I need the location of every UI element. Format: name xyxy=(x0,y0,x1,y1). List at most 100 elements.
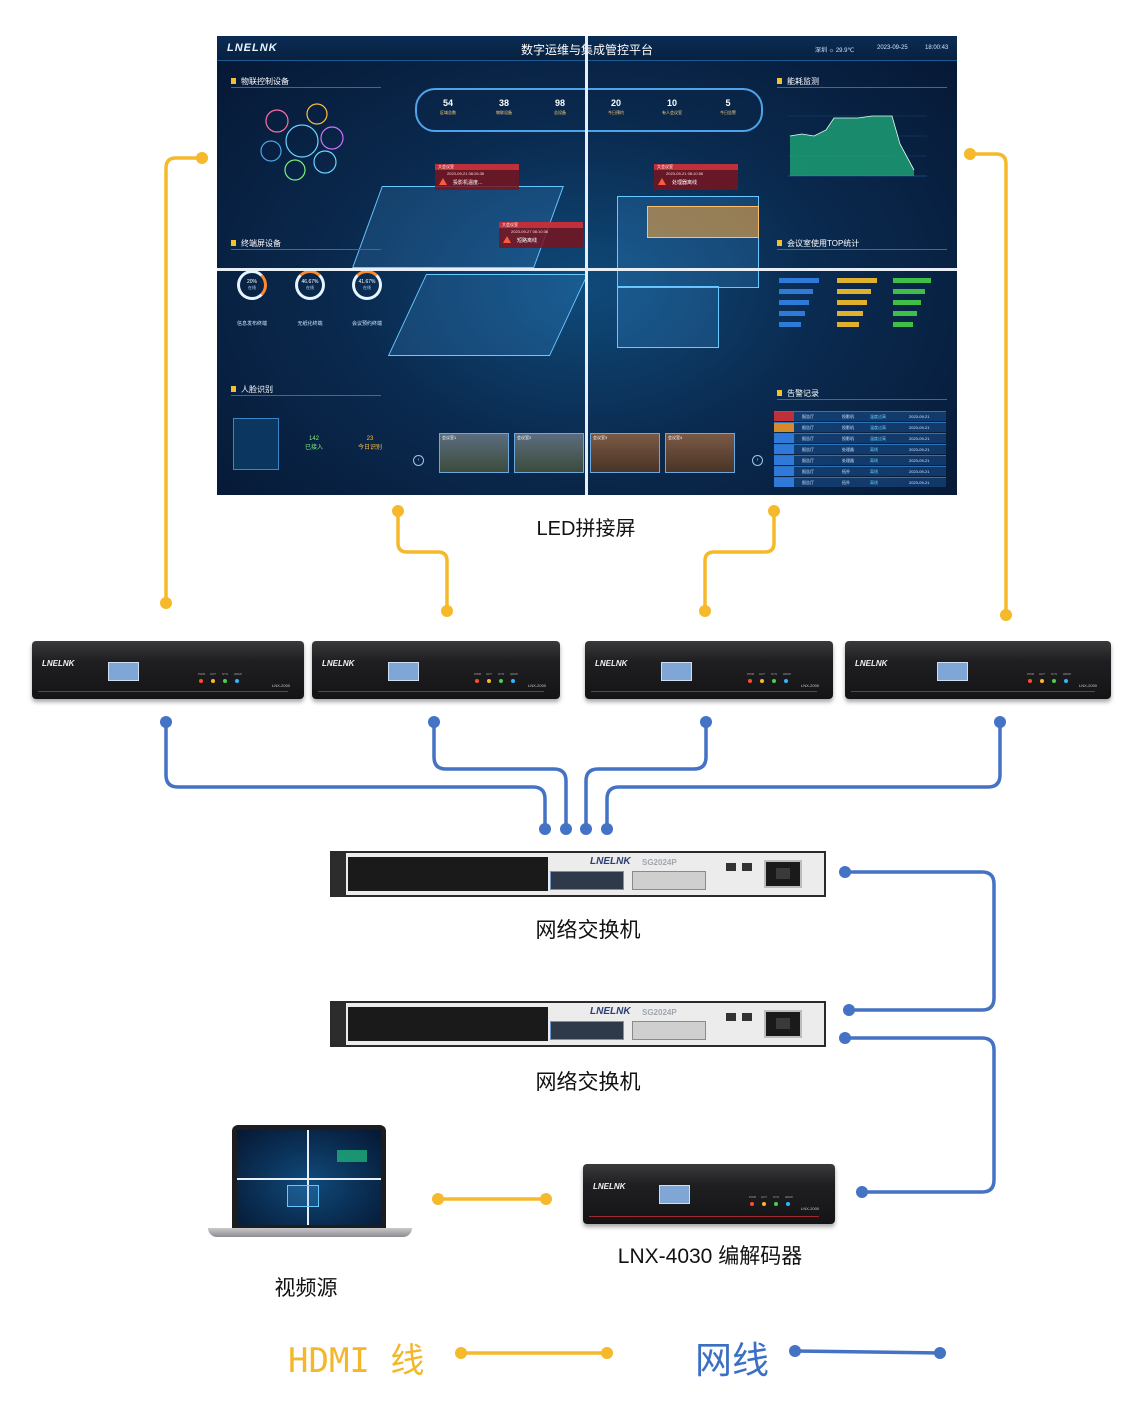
meeting-bar xyxy=(837,278,877,283)
net-wire-4 xyxy=(605,720,1002,831)
camera-thumb[interactable]: 会议室3 xyxy=(590,433,660,473)
alarm-popup[interactable]: 大会议室 2023-09-21 08:10:56 处理器离线 xyxy=(654,164,738,190)
codec-model: LNX-2000 xyxy=(801,1206,820,1211)
lcd-display xyxy=(937,662,968,681)
led-indicator xyxy=(211,679,215,683)
lcd-display xyxy=(659,1185,690,1204)
panel-title-iot: 物联控制设备 xyxy=(231,76,381,88)
lcd-display xyxy=(388,662,419,681)
meeting-bar xyxy=(893,311,917,316)
camera-thumb[interactable]: 会议室4 xyxy=(665,433,735,473)
gauge-label: 无纸化终端 xyxy=(297,321,323,327)
net-wire-legend xyxy=(793,1349,942,1355)
power-socket-icon xyxy=(764,1010,802,1038)
building-model xyxy=(617,286,719,348)
meeting-bar xyxy=(837,322,859,327)
panel-title-energy: 能耗监测 xyxy=(777,76,947,88)
decoder-model: LNX-2000 xyxy=(801,683,820,688)
network-switch-2[interactable]: LNELNK SG2024P xyxy=(330,1001,826,1047)
led-indicator xyxy=(784,679,788,683)
hdmi-wire-2 xyxy=(396,510,449,613)
camera-thumb[interactable]: 会议室1 xyxy=(439,433,509,473)
led-indicator xyxy=(499,679,503,683)
iot-bubble-cluster xyxy=(260,103,344,181)
network-switch-1[interactable]: LNELNK SG2024P xyxy=(330,851,826,897)
led-indicator xyxy=(748,679,752,683)
gauge-info-terminal: 20%在线 xyxy=(237,270,267,300)
led-indicator xyxy=(1028,679,1032,683)
panel-title-meeting-top: 会议室使用TOP统计 xyxy=(777,238,947,250)
rj45-ports xyxy=(550,1021,624,1040)
led-indicator xyxy=(511,679,515,683)
video-source-label: 视频源 xyxy=(274,1277,338,1300)
sfp-ports xyxy=(632,871,706,890)
warning-icon xyxy=(439,178,447,185)
decoder-model: LNX-2000 xyxy=(1079,683,1098,688)
switch-2-label: 网络交换机 xyxy=(535,1071,641,1094)
meeting-bar xyxy=(893,289,925,294)
sfp-port-bank xyxy=(348,857,548,891)
led-indicator xyxy=(750,1202,754,1206)
power-socket-icon xyxy=(764,860,802,888)
led-wall-screen: LNELNK 数字运维与集成管控平台 深圳 ☼ 29.9℃ 2023-09-25… xyxy=(217,36,957,495)
alarm-popup[interactable]: 大会议室 2023-09-21 08:26:36 投影机温度... xyxy=(435,164,519,190)
meeting-bar xyxy=(779,311,805,316)
net-wire-3 xyxy=(584,720,708,831)
led-wall-label: LED拼接屏 xyxy=(536,518,636,540)
legend-hdmi-label: HDMI 线 xyxy=(288,1341,425,1381)
meeting-bar xyxy=(779,289,813,294)
laptop-video-source[interactable] xyxy=(232,1125,386,1228)
net-wire-codec xyxy=(843,1036,996,1194)
sfp-ports xyxy=(632,1021,706,1040)
led-indicator xyxy=(475,679,479,683)
decoder-model: LNX-2000 xyxy=(272,683,291,688)
meeting-bar xyxy=(779,278,819,283)
next-arrow-icon[interactable]: › xyxy=(752,455,763,466)
led-indicator xyxy=(235,679,239,683)
decoder-model: LNX-2000 xyxy=(528,683,547,688)
sfp-port-bank xyxy=(348,1007,548,1041)
led-indicator xyxy=(1052,679,1056,683)
meeting-bar xyxy=(893,278,931,283)
rj45-ports xyxy=(550,871,624,890)
prev-arrow-icon[interactable]: ‹ xyxy=(413,455,424,466)
legend-network-label: 网线 xyxy=(695,1340,769,1381)
time-readout: 18:00:43 xyxy=(925,45,949,51)
camera-thumb[interactable]: 会议室2 xyxy=(514,433,584,473)
led-indicator xyxy=(786,1202,790,1206)
energy-area-chart xyxy=(788,115,927,177)
hdmi-wire-4 xyxy=(968,152,1008,617)
laptop-screen-content xyxy=(237,1130,381,1225)
wall-seam-vertical xyxy=(585,36,588,495)
led-indicator xyxy=(1064,679,1068,683)
alarm-popup[interactable]: 大会议室 2023-09-27 08:10:36 短路离线 xyxy=(499,222,583,248)
net-wire-2 xyxy=(432,720,568,831)
date-readout: 2023-09-25 xyxy=(877,45,908,51)
led-indicator xyxy=(1040,679,1044,683)
meeting-bar xyxy=(893,300,921,305)
led-indicator xyxy=(223,679,227,683)
wall-seam-horizontal xyxy=(217,268,957,271)
laptop-base xyxy=(208,1228,412,1237)
meeting-bar xyxy=(779,322,801,327)
